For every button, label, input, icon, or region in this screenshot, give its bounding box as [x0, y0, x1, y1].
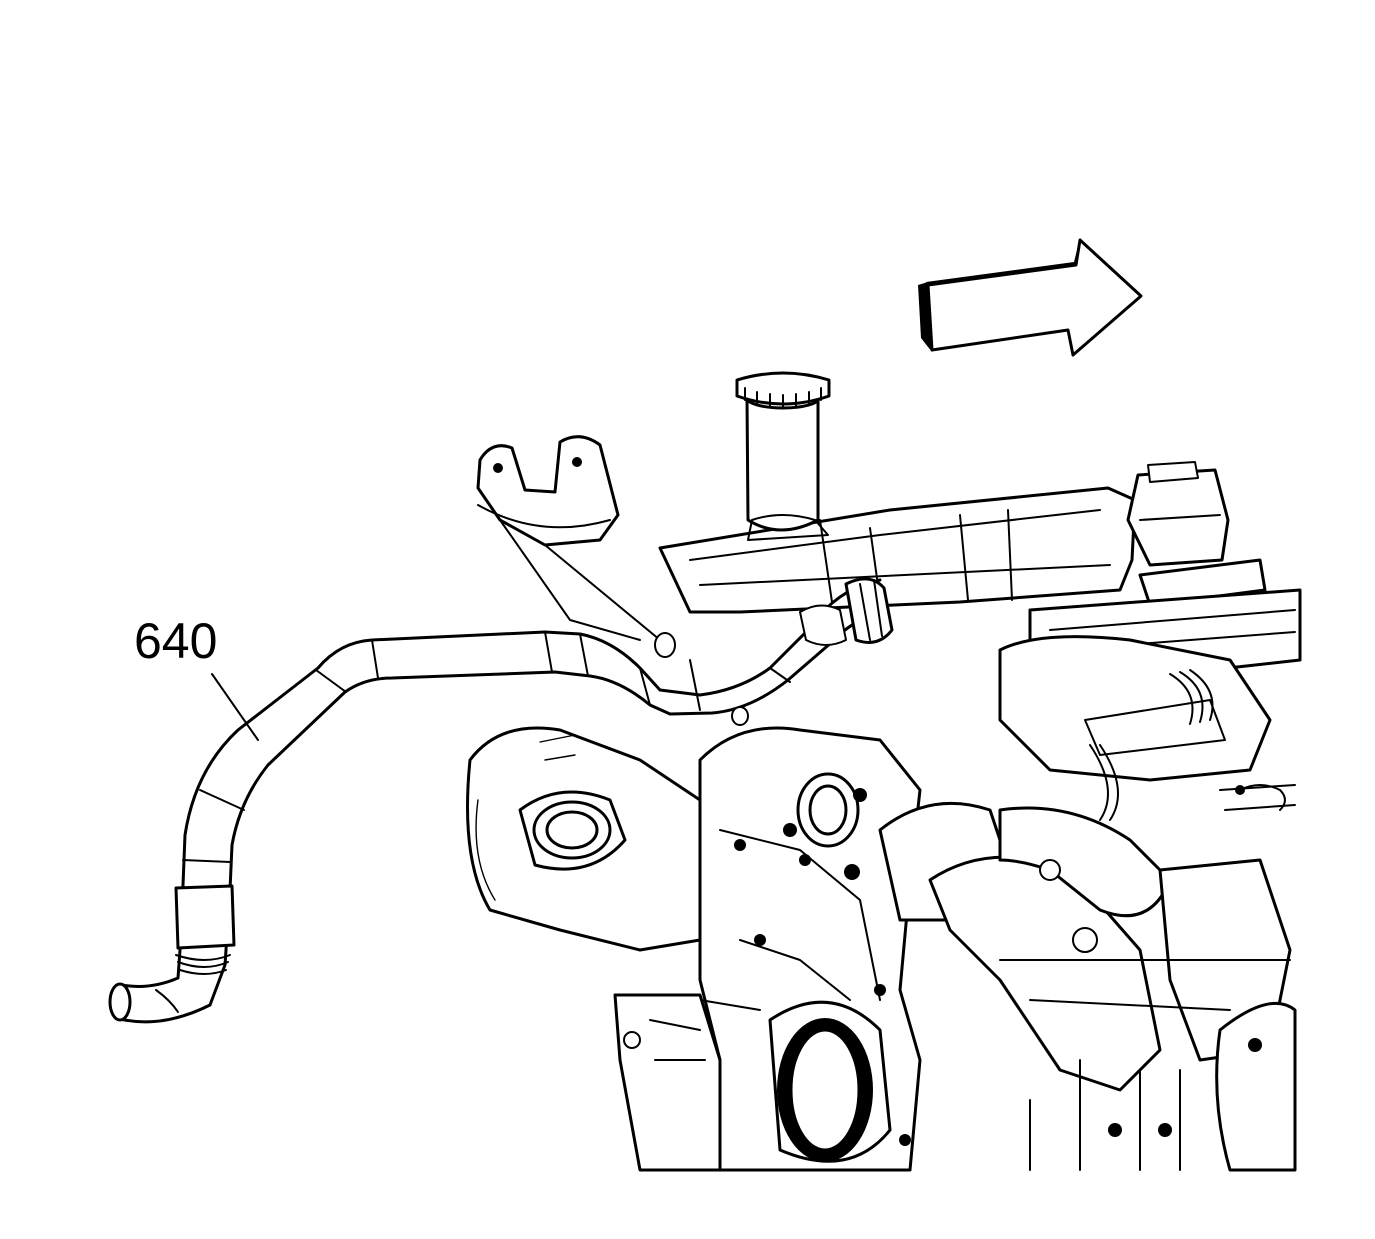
engine-assembly [466, 371, 1302, 1172]
heater-hose[interactable] [108, 577, 894, 1024]
callout-640: 640 [134, 613, 259, 741]
callout-label: 640 [134, 613, 217, 669]
direction-arrow-icon [918, 238, 1143, 357]
